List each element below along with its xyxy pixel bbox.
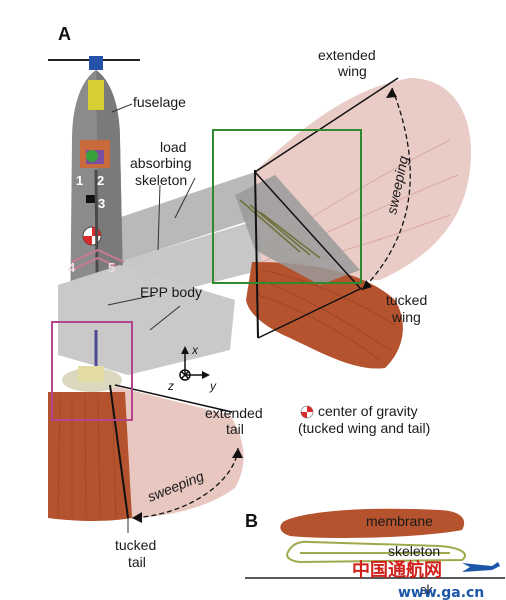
tail-sweep-arrowhead-bottom	[132, 512, 142, 523]
component-label-5: 5	[108, 260, 115, 275]
motor	[88, 80, 104, 110]
component-block-black	[86, 195, 96, 203]
wing-edge-line	[254, 169, 259, 339]
tail-joint-highlight	[51, 321, 133, 421]
epp-body-leader-1	[107, 294, 156, 306]
watermark-text: 中国通航网	[352, 559, 442, 581]
tucked-wing-feather-lines	[257, 269, 396, 361]
component-label-4: 4	[68, 260, 76, 275]
extended-wing-label-line1: extended	[318, 47, 376, 63]
component-green	[86, 150, 98, 162]
linkage-4-5	[71, 248, 125, 271]
wing-root-line	[257, 287, 363, 339]
tucked-wing-label-line1: tucked	[386, 292, 427, 308]
tail-sweep-line-1	[109, 384, 129, 519]
component-label-2: 2	[97, 173, 104, 188]
extended-tail-shape	[110, 385, 244, 518]
tucked-tail-feather-lines	[57, 394, 117, 519]
wing-sweep-arrow	[361, 87, 411, 291]
axis-z-label: z	[167, 379, 174, 393]
wing-sweep-arrowhead-top	[386, 88, 397, 98]
tail-mount	[62, 330, 122, 392]
panel-a-label: A	[58, 24, 71, 44]
skeleton-b-label: skeleton	[388, 543, 440, 559]
tucked-tail-label-line2: tail	[128, 554, 146, 570]
cog-legend-line1: center of gravity	[318, 403, 418, 419]
skeleton-label-line1: load	[160, 139, 186, 155]
cog-legend-icon	[300, 405, 314, 419]
skeleton-label-line2: absorbing	[130, 155, 192, 171]
wing-mechanism-plate	[235, 175, 360, 285]
tucked-wing-label-line2: wing	[391, 309, 421, 325]
watermark-plane-icon	[462, 562, 500, 572]
wing-mechanism-linkage	[239, 199, 321, 259]
propeller-hub	[89, 56, 103, 70]
watermark: 中国通航网 www.ga.cn	[352, 559, 500, 600]
extended-tail-label-line1: extended	[205, 405, 263, 421]
fuselage-label: fuselage	[133, 94, 186, 110]
epp-body	[58, 265, 235, 375]
wing-joint-highlight	[212, 129, 362, 284]
skeleton-leader-2	[157, 184, 161, 251]
component-label-1: 1	[76, 173, 83, 188]
tail-sweep-arrow	[131, 447, 239, 519]
wing-sweep-arrowhead-bottom	[362, 280, 372, 290]
coordinate-axes	[179, 346, 210, 381]
fuselage-shading	[96, 70, 124, 330]
tucked-tail-shape	[48, 392, 132, 521]
cog-legend-line2: (tucked wing and tail)	[298, 420, 430, 436]
epp-body-label: EPP body	[140, 284, 202, 300]
extended-wing-edge	[254, 77, 399, 173]
skeleton-label-line3: skeleton	[135, 172, 187, 188]
panel-b-label: B	[245, 511, 258, 531]
skeleton-b-shape	[286, 540, 467, 564]
tucked-wing-edge	[254, 171, 361, 289]
extended-tail-label-line2: tail	[226, 421, 244, 437]
membrane-shape	[280, 508, 465, 538]
epp-body-leader-2	[149, 305, 181, 331]
fuselage-leader	[111, 103, 133, 113]
extended-wing-label-line2: wing	[337, 63, 367, 79]
tail-sweep-line-2	[114, 384, 233, 413]
tucked-tail-label-line1: tucked	[115, 537, 156, 553]
center-of-gravity-marker	[82, 226, 102, 246]
panel-b-bottom-label: sk	[420, 582, 434, 597]
membrane-label: membrane	[366, 513, 433, 529]
axis-y-label: y	[209, 379, 217, 393]
watermark-url: www.ga.cn	[398, 585, 484, 600]
tail-sweep-arrowhead-top	[232, 448, 243, 458]
axis-x-label: x	[191, 343, 199, 357]
skeleton-leader-1	[174, 177, 196, 219]
component-label-3: 3	[98, 196, 105, 211]
wing-skeleton-arm	[118, 172, 258, 262]
